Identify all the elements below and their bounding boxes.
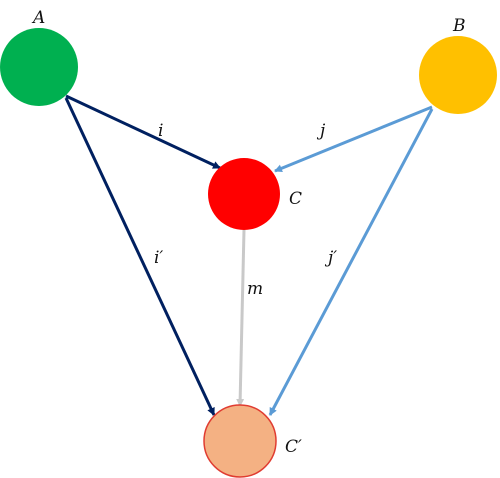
node-b-label: B	[452, 16, 466, 36]
edge-i-prime-label: i′	[154, 248, 163, 268]
edge-j-prime-label: j′	[324, 248, 337, 268]
edge-i-label: i	[158, 121, 163, 141]
edge-m-label: m	[247, 279, 263, 299]
node-c-prime	[203, 404, 277, 478]
node-c	[208, 158, 280, 230]
edge-j	[274, 105, 433, 173]
edge-m	[236, 229, 246, 407]
edge-j-label: j	[316, 121, 326, 141]
edge-i-prime	[64, 97, 216, 416]
edge-i	[65, 94, 221, 170]
edge-j-prime	[268, 108, 434, 416]
node-c-label: C	[289, 189, 302, 209]
node-b	[419, 36, 497, 114]
node-a	[0, 28, 78, 106]
node-a-label: A	[31, 8, 45, 28]
node-c-prime-label: C′	[285, 437, 302, 457]
